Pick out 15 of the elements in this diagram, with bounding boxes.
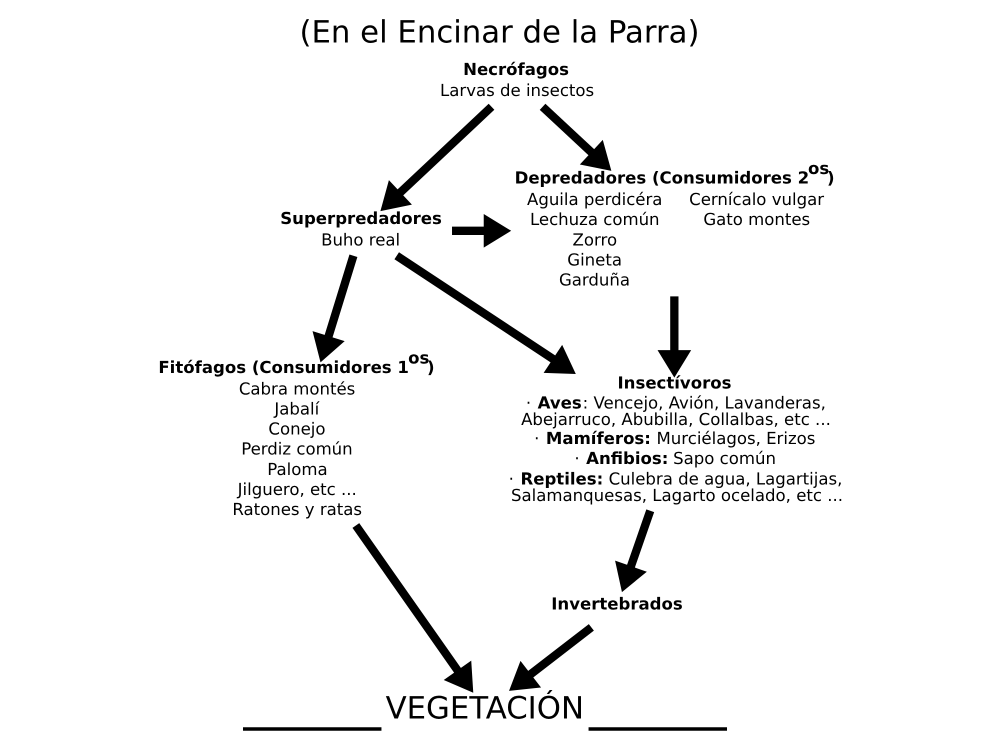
node-text: Superpredadores Buho real: [280, 208, 442, 250]
arrow: [614, 509, 654, 592]
node-text: VEGETACIÓN: [385, 690, 584, 727]
node-text: Necrófagos Larvas de insectos: [440, 60, 594, 100]
arrow: [312, 254, 357, 362]
arrow: [539, 104, 611, 171]
arrow: [657, 296, 691, 378]
arrow: [380, 104, 494, 212]
arrow: [394, 252, 576, 374]
diagram-title: (En el Encinar de la Parra): [298, 14, 700, 50]
node-text: Insectívoros · Aves: Vencejo, Avión, Lavanderas, Abejarruco, Abubilla, Collalbas, etc ... · Mamíferos: Murciélagos, Erizos · Anfibios: Sapo común · Reptiles: Culebra de agua, Lagartijas, Salamanquesas, Lagarto ocelado, etc ...: [508, 373, 843, 505]
arrow: [452, 214, 511, 248]
arrow: [352, 523, 473, 693]
node-text: Invertebrados: [550, 594, 682, 614]
arrow: [508, 624, 594, 691]
